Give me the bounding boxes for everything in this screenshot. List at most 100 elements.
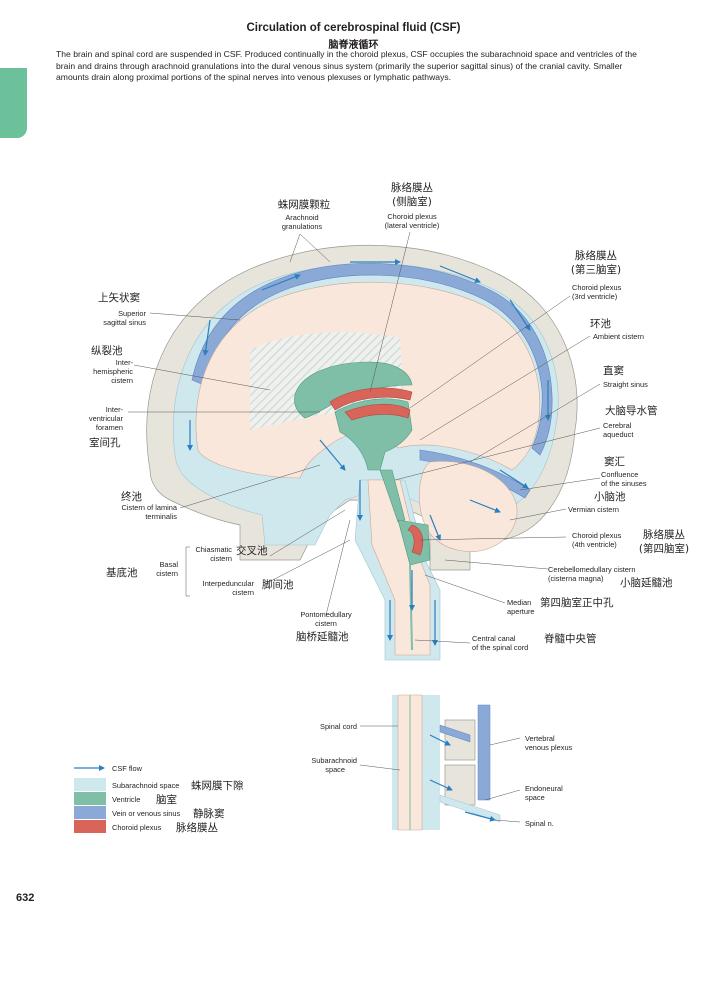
legend-swatch-ventricle — [74, 792, 106, 805]
english-labels: Arachnoid granulations Choroid plexus (l… — [89, 212, 648, 828]
label-median-aperture-1: Median — [507, 598, 531, 607]
label-choroid-lateral-1: Choroid plexus — [387, 212, 437, 221]
label-spinal-cord: Spinal cord — [320, 722, 357, 731]
label-choroid-third-1: Choroid plexus — [572, 283, 622, 292]
lateral-ventricle — [294, 361, 413, 419]
label-median-aperture-cn: 第四脑室正中孔 — [540, 596, 614, 609]
label-choroid-third-cn2: (第三脑室) — [571, 263, 621, 276]
label-interpeduncular-1: Interpeduncular — [203, 579, 255, 588]
label-chiasmatic-2: cistern — [210, 554, 232, 563]
legend-swatch-choroid — [74, 820, 106, 833]
label-interhemispheric-2: hemispheric — [93, 367, 133, 376]
label-basal-2: cistern — [156, 569, 178, 578]
label-median-aperture-2: aperture — [507, 607, 535, 616]
label-lamina-terminalis-1: Cistern of lamina — [122, 503, 178, 512]
label-vermian: Vermian cistern — [568, 505, 619, 514]
label-ambient-cn: 环池 — [590, 317, 611, 330]
label-pontomedullary-2: cistern — [315, 619, 337, 628]
label-subarachnoid-space-1: Subarachnoid — [311, 756, 357, 765]
label-central-canal-cn: 脊髓中央管 — [544, 632, 597, 645]
chapter-tab — [0, 68, 27, 138]
label-interpeduncular-cn: 脚间池 — [262, 578, 294, 591]
label-arachnoid-granulations-2: granulations — [282, 222, 323, 231]
label-central-canal-1: Central canal — [472, 634, 516, 643]
label-chiasmatic-cn: 交叉池 — [236, 544, 268, 557]
label-lamina-terminalis-2: terminalis — [145, 512, 177, 521]
brainstem — [367, 479, 431, 656]
leader-lines — [128, 231, 601, 644]
label-choroid-lateral-cn2: (侧脑室) — [392, 195, 432, 208]
label-pontomedullary-cn: 脑桥延髓池 — [296, 630, 349, 643]
legend-swatch-vein — [74, 806, 106, 819]
choroid-third — [344, 403, 411, 421]
label-superior-sagittal-cn: 上矢状窦 — [98, 291, 140, 304]
label-confluence-1: Confluence — [601, 470, 638, 479]
page-title-cn: 脑脊液循环 — [328, 40, 379, 51]
label-interpeduncular-2: cistern — [232, 588, 254, 597]
superior-sagittal-sinus-shape — [191, 263, 553, 456]
label-choroid-third-cn1: 脉络膜丛 — [575, 249, 617, 262]
label-lamina-terminalis-cn: 终池 — [121, 490, 142, 503]
label-pontomedullary-1: Pontomedullary — [300, 610, 352, 619]
legend-cn-choroid: 脉络膜丛 — [176, 821, 218, 834]
label-cerebral-aqueduct-2: aqueduct — [603, 430, 633, 439]
choroid-plexus — [329, 387, 424, 556]
legend-label-ventricle: Ventricle — [112, 795, 140, 804]
label-choroid-fourth-1: Choroid plexus — [572, 531, 622, 540]
legend-cn-vein: 静脉窦 — [193, 807, 225, 820]
label-choroid-fourth-2: (4th ventricle) — [572, 540, 617, 549]
label-interhemispheric-cn: 纵裂池 — [91, 344, 123, 357]
cerebellum — [419, 461, 518, 552]
label-cerebellomedullary-cn: 小脑延髓池 — [620, 576, 673, 589]
legend-cn-ventricle: 脑室 — [156, 793, 177, 806]
legend-label-vein: Vein or venous sinus — [112, 809, 181, 818]
page-number: 632 — [16, 892, 35, 904]
label-interhemispheric-1: Inter- — [116, 358, 134, 367]
label-interhemispheric-3: cistern — [111, 376, 133, 385]
label-cerebral-aqueduct-1: Cerebral — [603, 421, 632, 430]
page-title: Circulation of cerebrospinal fluid (CSF) — [246, 22, 461, 34]
legend-label-subarachnoid: Subarachnoid space — [112, 781, 179, 790]
intro-paragraph: The brain and spinal cord are suspended … — [56, 49, 637, 83]
legend-label-choroid: Choroid plexus — [112, 823, 162, 832]
brainstem-and-cord — [354, 479, 441, 661]
label-subarachnoid-space-2: space — [325, 765, 345, 774]
label-basal-1: Basal — [160, 560, 179, 569]
label-ambient: Ambient cistern — [593, 332, 644, 341]
aqueduct — [379, 469, 406, 523]
label-interventricular-1: Inter- — [106, 405, 124, 414]
legend-cn-subarachnoid: 蛛网膜下隙 — [191, 779, 244, 792]
spine-inset — [359, 694, 521, 831]
chinese-labels: 蛛网膜颗粒 脉络膜丛 (侧脑室) 脉络膜丛 (第三脑室) 上矢状窦 环池 纵裂池… — [89, 181, 689, 645]
label-choroid-fourth-cn2: (第四脑室) — [639, 542, 689, 555]
label-choroid-third-2: (3rd ventricle) — [572, 292, 617, 301]
choroid-lateral — [329, 387, 413, 411]
label-central-canal-2: of the spinal cord — [472, 643, 528, 652]
label-choroid-lateral-cn1: 脉络膜丛 — [391, 181, 433, 194]
label-arachnoid-granulations-1: Arachnoid — [285, 213, 318, 222]
choroid-fourth — [407, 524, 424, 556]
label-vertebral-plexus-2: venous plexus — [525, 743, 573, 752]
label-spinal-n: Spinal n. — [525, 819, 554, 828]
label-cerebellomedullary-1: Cerebellomedullary cistern — [548, 565, 636, 574]
label-endoneural-1: Endoneural — [525, 784, 563, 793]
legend: CSF flow Subarachnoid space 蛛网膜下隙 Ventri… — [74, 764, 244, 834]
legend-label-csf-flow: CSF flow — [112, 764, 143, 773]
label-confluence-cn: 窦汇 — [604, 455, 625, 468]
label-chiasmatic-1: Chiasmatic — [195, 545, 232, 554]
label-straight-sinus-cn: 直窦 — [603, 364, 624, 377]
label-vertebral-plexus-1: Vertebral — [525, 734, 555, 743]
label-arachnoid-granulations-cn: 蛛网膜颗粒 — [278, 198, 331, 211]
label-interventricular-cn: 室间孔 — [89, 436, 121, 449]
label-superior-sagittal-2: sagittal sinus — [103, 318, 146, 327]
label-choroid-fourth-cn1: 脉络膜丛 — [643, 528, 685, 541]
label-interventricular-2: ventricular — [89, 414, 124, 423]
label-cerebellomedullary-2: (cisterna magna) — [548, 574, 603, 583]
label-superior-sagittal-1: Superior — [118, 309, 146, 318]
label-choroid-lateral-2: (lateral ventricle) — [385, 221, 440, 230]
label-basal-cn: 基底池 — [106, 566, 138, 579]
label-vermian-cn: 小脑池 — [594, 490, 626, 503]
csf-flow-arrows — [187, 259, 551, 646]
label-endoneural-2: space — [525, 793, 545, 802]
